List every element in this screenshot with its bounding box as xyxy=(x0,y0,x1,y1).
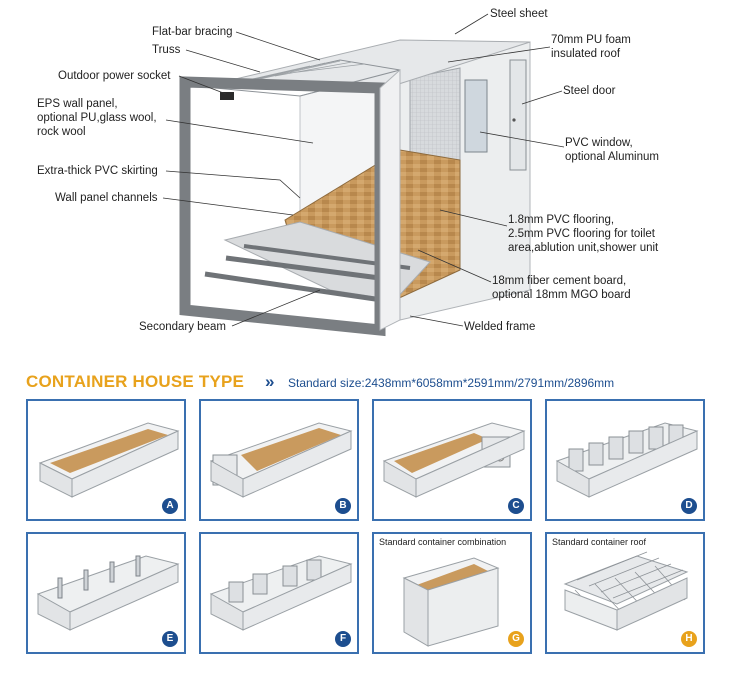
container-diagram xyxy=(162,13,565,337)
label-welded-frame: Welded frame xyxy=(464,321,536,333)
badge-b: B xyxy=(335,498,351,514)
label-steel-sheet: Steel sheet xyxy=(490,8,548,20)
container-thumb xyxy=(402,557,500,647)
type-panel-c[interactable]: C xyxy=(372,399,532,521)
label-pvc-window: PVC window, optional Aluminum xyxy=(565,137,659,163)
roof-thumb xyxy=(563,551,689,631)
label-pvc-flooring: 1.8mm PVC flooring, 2.5mm PVC flooring f… xyxy=(508,214,659,254)
label-outdoor-power-socket: Outdoor power socket xyxy=(58,70,171,82)
badge-g: G xyxy=(508,631,524,647)
container-thumb xyxy=(382,422,526,498)
type-panel-f[interactable]: F xyxy=(199,532,359,654)
type-panel-e[interactable]: E xyxy=(26,532,186,654)
badge-h: H xyxy=(681,631,697,647)
label-steel-door: Steel door xyxy=(563,85,616,97)
type-panel-g[interactable]: Standard container combination G xyxy=(372,532,532,654)
label-pvc-skirting: Extra-thick PVC skirting xyxy=(37,165,158,177)
pvc-window xyxy=(464,79,488,153)
label-flat-bar-bracing: Flat-bar bracing xyxy=(152,26,233,38)
panel-caption: Standard container roof xyxy=(552,537,647,547)
container-thumb xyxy=(36,555,180,631)
container-thumb xyxy=(209,422,353,498)
label-wall-panel-channels: Wall panel channels xyxy=(55,192,158,204)
badge-f: F xyxy=(335,631,351,647)
type-panel-b[interactable]: B xyxy=(199,399,359,521)
badge-a: A xyxy=(162,498,178,514)
badge-c: C xyxy=(508,498,524,514)
container-thumb xyxy=(555,422,699,498)
double-chevron-icon: » xyxy=(265,372,275,391)
label-fiber-cement-board: 18mm fiber cement board, optional 18mm M… xyxy=(492,275,631,301)
container-thumb xyxy=(38,422,180,498)
label-eps-wall-panel: EPS wall panel, optional PU,glass wool, … xyxy=(37,98,157,138)
leader-lines xyxy=(162,13,565,327)
badge-d: D xyxy=(681,498,697,514)
steel-door xyxy=(509,59,527,171)
power-socket-icon xyxy=(220,92,234,100)
secondary-beam xyxy=(225,255,396,283)
label-truss: Truss xyxy=(152,44,181,56)
badge-e: E xyxy=(162,631,178,647)
label-secondary-beam: Secondary beam xyxy=(139,321,226,333)
standard-size-text: Standard size:2438mm*6058mm*2591mm/2791m… xyxy=(288,376,615,390)
panel-caption: Standard container combination xyxy=(379,537,507,547)
type-panel-h[interactable]: Standard container roof H xyxy=(545,532,705,654)
container-thumb xyxy=(209,555,353,631)
section-title: CONTAINER HOUSE TYPE xyxy=(26,372,245,391)
type-panel-a[interactable]: A xyxy=(26,399,186,521)
type-panel-d[interactable]: D xyxy=(545,399,705,521)
label-pu-roof: 70mm PU foam insulated roof xyxy=(551,34,631,60)
